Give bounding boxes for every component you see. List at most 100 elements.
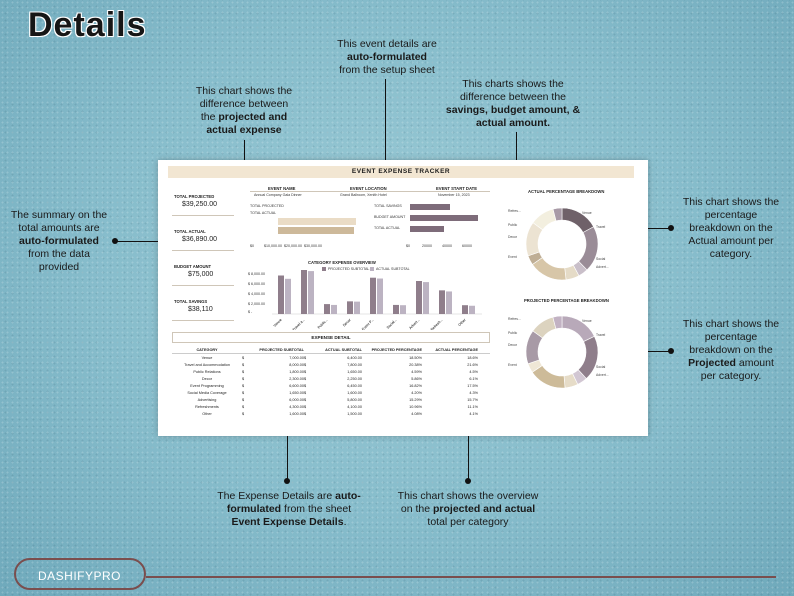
table-cell: $: [242, 369, 245, 374]
table-cell: 15.29%: [409, 397, 422, 402]
table-cell: 6,450.00: [347, 383, 362, 388]
footer-line: [146, 576, 776, 578]
hbar-total-savings: [410, 204, 450, 210]
table-cell: $: [304, 376, 307, 381]
annotation-overview: This chart shows the overview on the pro…: [397, 490, 539, 528]
bar-projected-6: [416, 281, 422, 314]
table-cell: 4.59%: [411, 369, 422, 374]
table-cell: Public Relations: [193, 369, 221, 374]
table-cell: $: [242, 411, 245, 416]
table-cell: 16.82%: [409, 383, 422, 388]
divider: [172, 320, 234, 321]
hbar2-legend-savings: TOTAL SAVINGS: [374, 204, 402, 208]
bar-projected-0: [278, 275, 284, 314]
annotation-savings: This charts shows the difference between…: [445, 78, 581, 129]
pie-label: Public: [508, 223, 518, 227]
annotation-event-details: This event details are auto-formulated f…: [337, 38, 437, 76]
hbar2-tick: $0: [406, 244, 410, 248]
divider: [172, 285, 234, 286]
table-cell: $: [242, 404, 245, 409]
hbar1-tick: $20,000.00: [284, 244, 302, 248]
bar-projected-1: [301, 270, 307, 314]
category-tick-label: Event P...: [361, 318, 375, 330]
bar-actual-2: [331, 304, 337, 314]
event-date: November 15, 2023: [438, 193, 470, 197]
table-cell: $: [304, 355, 307, 360]
table-cell: 4,300.00: [289, 404, 304, 409]
pie-label: Decor: [508, 235, 518, 239]
total-savings-value: $38,110: [188, 306, 213, 313]
divider: [172, 215, 234, 216]
category-tick-label: Other: [458, 317, 468, 327]
table-cell: $: [242, 355, 245, 360]
table-cell: $: [242, 390, 245, 395]
table-cell: 15.7%: [467, 397, 478, 402]
hbar1-tick: $0: [250, 244, 254, 248]
bar-actual-1: [308, 271, 314, 314]
table-cell: 5,800.00: [347, 397, 362, 402]
annotation-actual-breakdown: This chart shows the percentage breakdow…: [682, 196, 780, 260]
table-cell: $: [304, 390, 307, 395]
table-cell: $: [304, 383, 307, 388]
col-actual-subtotal: ACTUAL SUBTOTAL: [325, 347, 362, 352]
hbar2-tick: 20000: [422, 244, 432, 248]
budget-amount-value: $75,000: [188, 271, 214, 278]
overview-title: CATEGORY EXPENSE OVERVIEW: [308, 260, 376, 265]
arrow-dot: [668, 348, 674, 354]
divider: [172, 250, 234, 251]
table-header-row: CATEGORY PROJECTED SUBTOTAL ACTUAL SUBTO…: [172, 346, 490, 354]
table-cell: 4.20%: [411, 390, 422, 395]
table-cell: $: [304, 411, 307, 416]
category-tick-label: Refresh...: [430, 318, 444, 330]
col-actual-percentage: ACTUAL PERCENTAGE: [435, 347, 478, 352]
bar-projected-4: [370, 277, 376, 314]
table-cell: 1,500.00: [347, 411, 362, 416]
bar-projected-7: [439, 290, 445, 314]
table-cell: Venue: [201, 355, 213, 360]
legend-projected: PROJECTED SUBTOTAL: [328, 267, 370, 271]
pie-label: Social: [596, 257, 605, 261]
hbar-total-actual: [278, 227, 354, 234]
dashboard-title: EVENT EXPENSE TRACKER: [168, 166, 634, 178]
hbar-total-projected: [278, 218, 356, 225]
annotation-summary: The summary on the total amounts are aut…: [10, 209, 108, 273]
vbar-tick: $ 6,000.00: [248, 282, 265, 286]
total-savings-label: TOTAL SAVINGS: [174, 299, 208, 304]
total-projected-value: $39,250.00: [182, 201, 218, 208]
table-cell: $: [242, 397, 245, 402]
arrow-line: [385, 79, 386, 177]
pie-label: Refres...: [508, 209, 521, 213]
table-cell: 6,600.00: [289, 383, 304, 388]
col-projected-subtotal: PROJECTED SUBTOTAL: [259, 347, 304, 352]
event-location-label: EVENT LOCATION: [350, 186, 387, 191]
event-name-label: EVENT NAME: [268, 186, 296, 191]
total-projected-label: TOTAL PROJECTED: [174, 194, 215, 199]
table-cell: Advertising: [197, 397, 217, 402]
bar-actual-3: [354, 301, 360, 314]
table-cell: 6,000.00: [289, 397, 304, 402]
hbar2-legend-budget: BUDGET AMOUNT: [374, 215, 406, 219]
hbar-budget-amount: [410, 215, 478, 221]
category-tick-label: Venue: [273, 318, 283, 328]
bar-projected-8: [462, 305, 468, 314]
table-cell: 1,600.00: [347, 390, 362, 395]
table-cell: Travel and Accommodation: [184, 362, 230, 367]
event-name: Annual Company Gala Dinner: [254, 193, 302, 197]
table-cell: 1,800.00: [289, 369, 304, 374]
actual-pie-title: ACTUAL PERCENTAGE BREAKDOWN: [528, 189, 605, 194]
projected-pie-title: PROJECTED PERCENTAGE BREAKDOWN: [524, 298, 609, 303]
table-cell: Other: [202, 411, 212, 416]
category-tick-label: Advert...: [408, 318, 420, 330]
col-projected-percentage: PROJECTED PERCENTAGE: [371, 347, 422, 352]
annotation-projected-actual: This chart shows the difference between …: [195, 85, 293, 136]
table-cell: 20.38%: [409, 362, 422, 367]
arrow-dot: [465, 478, 471, 484]
table-cell: Decor: [201, 376, 213, 381]
total-actual-label: TOTAL ACTUAL: [174, 229, 206, 234]
hbar1-tick: $10,000.00: [264, 244, 282, 248]
budget-amount-label: BUDGET AMOUNT: [174, 264, 212, 269]
